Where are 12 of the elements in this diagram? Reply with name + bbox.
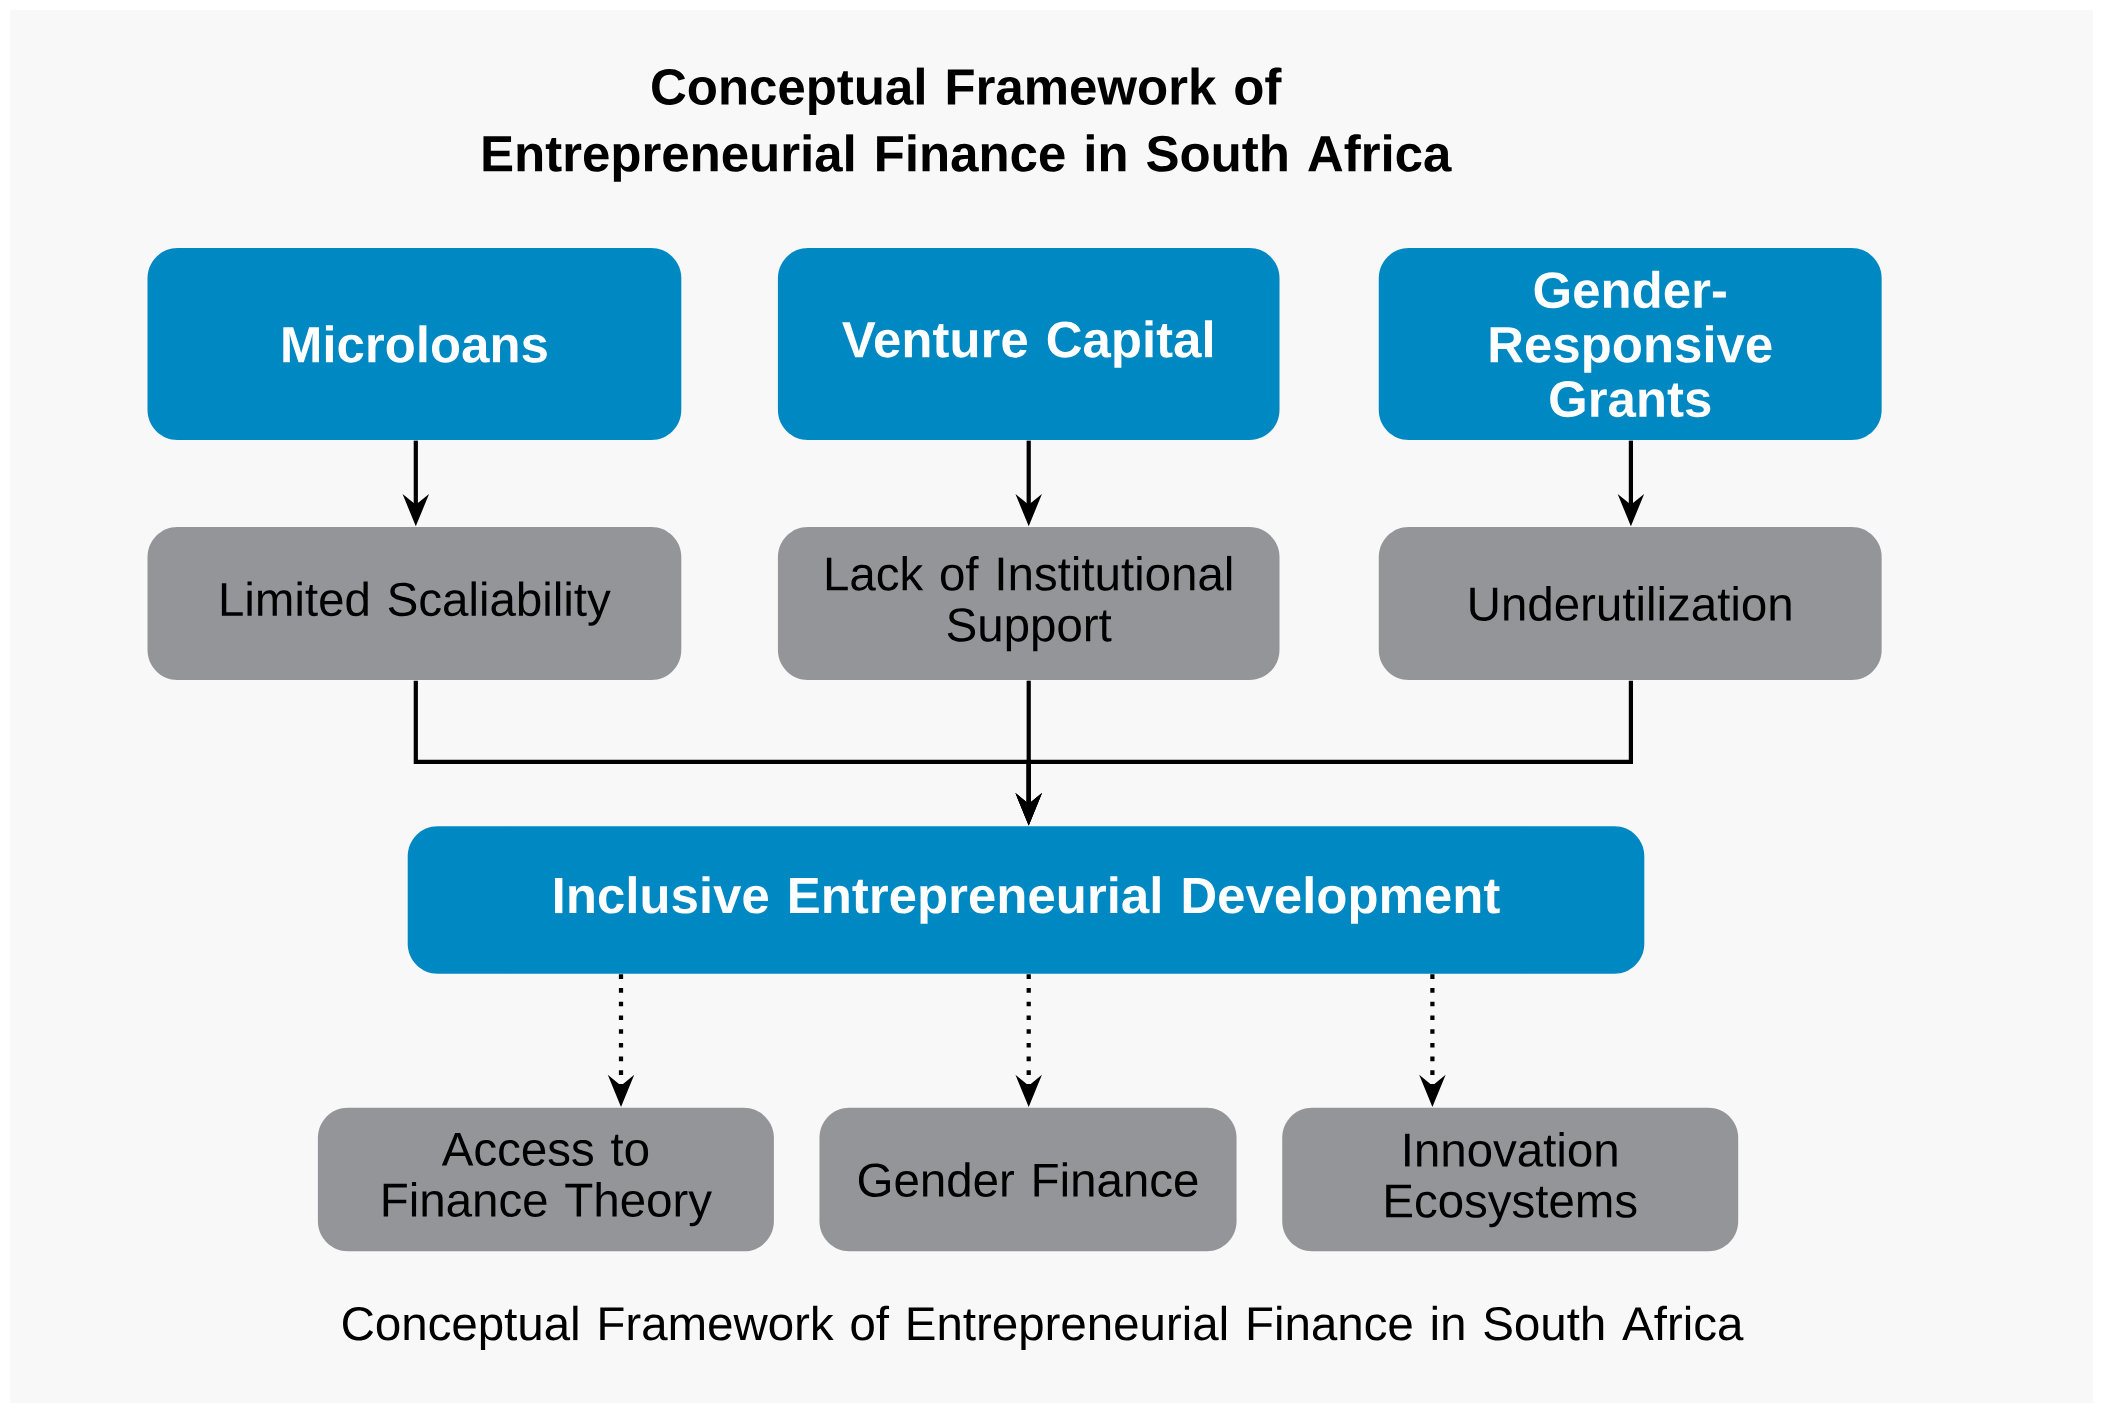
outcome-box: Lack of Institutional Support [777, 527, 1280, 680]
title: Conceptual Framework of Entrepreneurial Finance in South Africa [483, 67, 1452, 182]
finance-box: Inclusive Entrepreneurial Development [407, 826, 1645, 974]
caption: Conceptual Framework of Entrepreneurial Finance in South Africa [343, 1305, 1744, 1350]
outcome-box: Innovation Ecosystems [1282, 1107, 1739, 1252]
finance-box: Microloans [147, 248, 682, 440]
outcome-box: Underutilization [1378, 527, 1882, 680]
outcome-box: Access to Finance Theory [317, 1107, 774, 1252]
outcome-box: Limited Scaliability [147, 527, 682, 680]
outcome-box: Gender Finance [819, 1107, 1237, 1252]
finance-box: Venture Capital [777, 248, 1280, 440]
finance-box: Gender-Responsive Grants [1378, 248, 1882, 440]
